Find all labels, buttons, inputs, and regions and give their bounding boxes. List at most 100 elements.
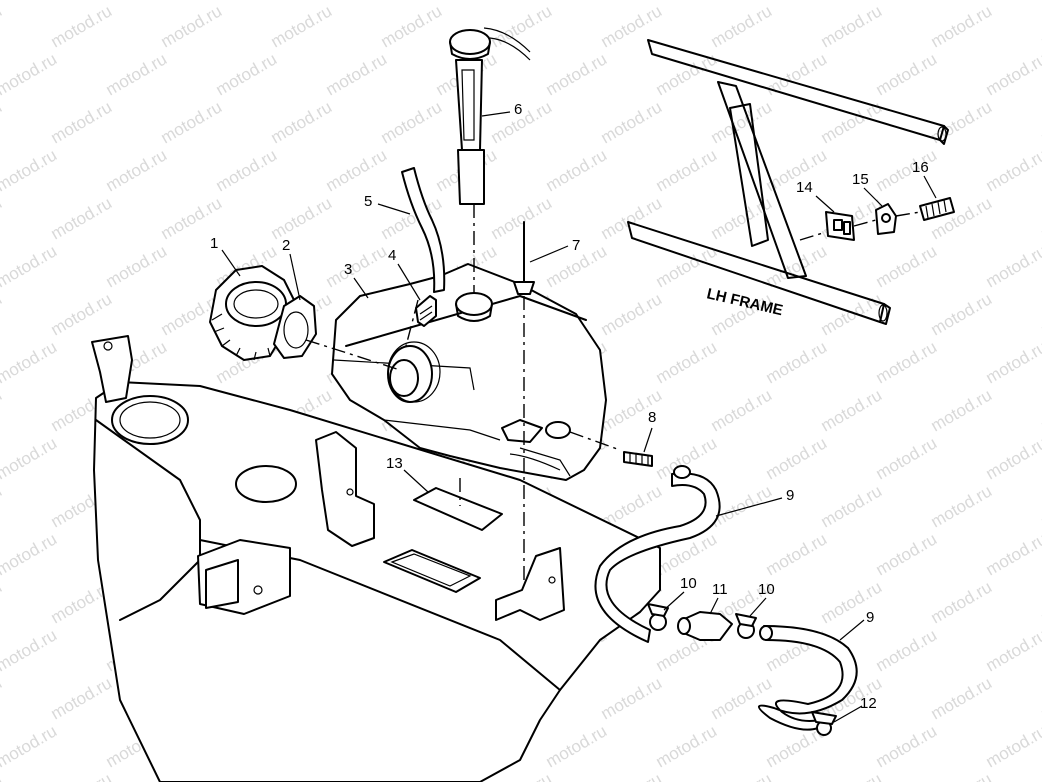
watermark-text: motod.ru: [213, 49, 281, 99]
watermark-text: motod.ru: [873, 337, 941, 387]
watermark-text: motod.ru: [0, 97, 5, 147]
watermark-text: motod.ru: [708, 385, 776, 435]
watermark-text: motod.ru: [323, 49, 391, 99]
watermark-text: motod.ru: [653, 145, 721, 195]
watermark-text: motod.ru: [763, 0, 831, 3]
watermark-text: motod.ru: [268, 1, 336, 51]
watermark-text: motod.ru: [983, 721, 1042, 771]
part-1-cap: [209, 265, 295, 361]
watermark-text: motod.ru: [378, 97, 446, 147]
part-7-bolt: [513, 221, 535, 295]
watermark-text: motod.ru: [158, 1, 226, 51]
watermark-text: motod.ru: [0, 481, 5, 531]
callout-2: 2: [282, 237, 290, 254]
watermark-text: motod.ru: [543, 721, 611, 771]
part-11-fuel-filter: [677, 611, 733, 641]
watermark-text: motod.ru: [0, 241, 60, 291]
watermark-text: motod.ru: [708, 1, 776, 51]
callouts: 1 2 3 4 5 6 7 8 9 9 10 10 11 12 13 14 15…: [210, 101, 929, 712]
part-10-hose-clamp-a: [647, 603, 669, 631]
watermark-text: motod.ru: [0, 385, 5, 435]
watermark-text: motod.ru: [928, 385, 996, 435]
callout-14: 14: [796, 179, 813, 196]
watermark-text: motod.ru: [1038, 193, 1042, 243]
watermark-text: motod.ru: [543, 0, 611, 3]
part-4-fitting: [415, 295, 437, 327]
watermark-text: motod.ru: [48, 97, 116, 147]
watermark-text: motod.ru: [763, 49, 831, 99]
part-2-gasket: [273, 295, 317, 359]
watermark-text: motod.ru: [0, 337, 60, 387]
watermark-text: motod.ru: [103, 145, 171, 195]
watermark-text: motod.ru: [653, 0, 721, 3]
part-9-fuel-hose-upper: [594, 472, 721, 643]
watermark-text: motod.ru: [1038, 97, 1042, 147]
watermark-text: motod.ru: [213, 145, 281, 195]
watermark-text: motod.ru: [818, 577, 886, 627]
watermark-text: motod.ru: [763, 337, 831, 387]
watermark-text: motod.ru: [818, 385, 886, 435]
assembly-centerlines: [305, 204, 621, 580]
watermark-text: motod.ru: [0, 529, 60, 579]
callout-5: 5: [364, 193, 372, 210]
watermark-text: motod.ru: [983, 625, 1042, 675]
watermark-text: motod.ru: [598, 1, 666, 51]
leader-lines: [221, 111, 937, 723]
watermark-text: motod.ru: [0, 0, 60, 3]
watermark-text: motod.ru: [0, 145, 60, 195]
callout-13: 13: [386, 455, 403, 472]
watermark-text: motod.ru: [598, 769, 666, 782]
chassis: [91, 335, 661, 782]
watermark-text: motod.ru: [0, 193, 5, 243]
callout-16: 16: [912, 159, 929, 176]
watermark-text: motod.ru: [708, 769, 776, 782]
watermark-text: motod.ru: [763, 529, 831, 579]
watermark-text: motod.ru: [433, 0, 501, 3]
watermark-text: motod.ru: [983, 49, 1042, 99]
callout-7: 7: [572, 237, 580, 254]
watermark-text: motod.ru: [48, 769, 116, 782]
watermark-text: motod.ru: [543, 145, 611, 195]
watermark-text: motod.ru: [818, 289, 886, 339]
watermark-text: motod.ru: [873, 49, 941, 99]
watermark-text: motod.ru: [928, 577, 996, 627]
watermark-text: motod.ru: [1038, 385, 1042, 435]
callout-11: 11: [712, 581, 728, 598]
watermark-text: motod.ru: [103, 0, 171, 3]
watermark-text: motod.ru: [158, 97, 226, 147]
watermark-text: motod.ru: [818, 769, 886, 782]
watermark-text: motod.ru: [48, 673, 116, 723]
watermark-text: motod.ru: [928, 289, 996, 339]
part-10-hose-clamp-b: [735, 613, 757, 639]
watermark-text: motod.ru: [323, 0, 391, 3]
watermark-text: motod.ru: [983, 241, 1042, 291]
part-12-hose-clamp: [811, 711, 837, 736]
watermark-text: motod.ru: [488, 193, 556, 243]
watermark-text: motod.ru: [0, 673, 5, 723]
watermark-text: motod.ru: [598, 97, 666, 147]
watermark-text: motod.ru: [268, 193, 336, 243]
watermark-text: motod.ru: [873, 241, 941, 291]
watermark-text: motod.ru: [653, 337, 721, 387]
callout-10-right: 10: [758, 581, 775, 598]
watermark-text: motod.ru: [0, 49, 60, 99]
watermark-text: motod.ru: [983, 433, 1042, 483]
part-8-fitting: [623, 451, 653, 467]
watermark-text: motod.ru: [653, 721, 721, 771]
watermark-text: motod.ru: [1038, 769, 1042, 782]
watermark-text: motod.ru: [983, 0, 1042, 3]
callout-3: 3: [344, 261, 352, 278]
watermark-text: motod.ru: [1038, 1, 1042, 51]
watermark-text: motod.ru: [873, 433, 941, 483]
watermark-text: motod.ru: [928, 673, 996, 723]
watermark-text: motod.ru: [873, 0, 941, 3]
callout-9-upper: 9: [786, 487, 794, 504]
watermark-text: motod.ru: [928, 769, 996, 782]
watermark-text: motod.ru: [818, 481, 886, 531]
callout-10-left: 10: [680, 575, 697, 592]
watermark-text: motod.ru: [928, 1, 996, 51]
watermark-text: motod.ru: [0, 289, 5, 339]
watermark-text: motod.ru: [103, 49, 171, 99]
watermark-text: motod.ru: [1038, 481, 1042, 531]
